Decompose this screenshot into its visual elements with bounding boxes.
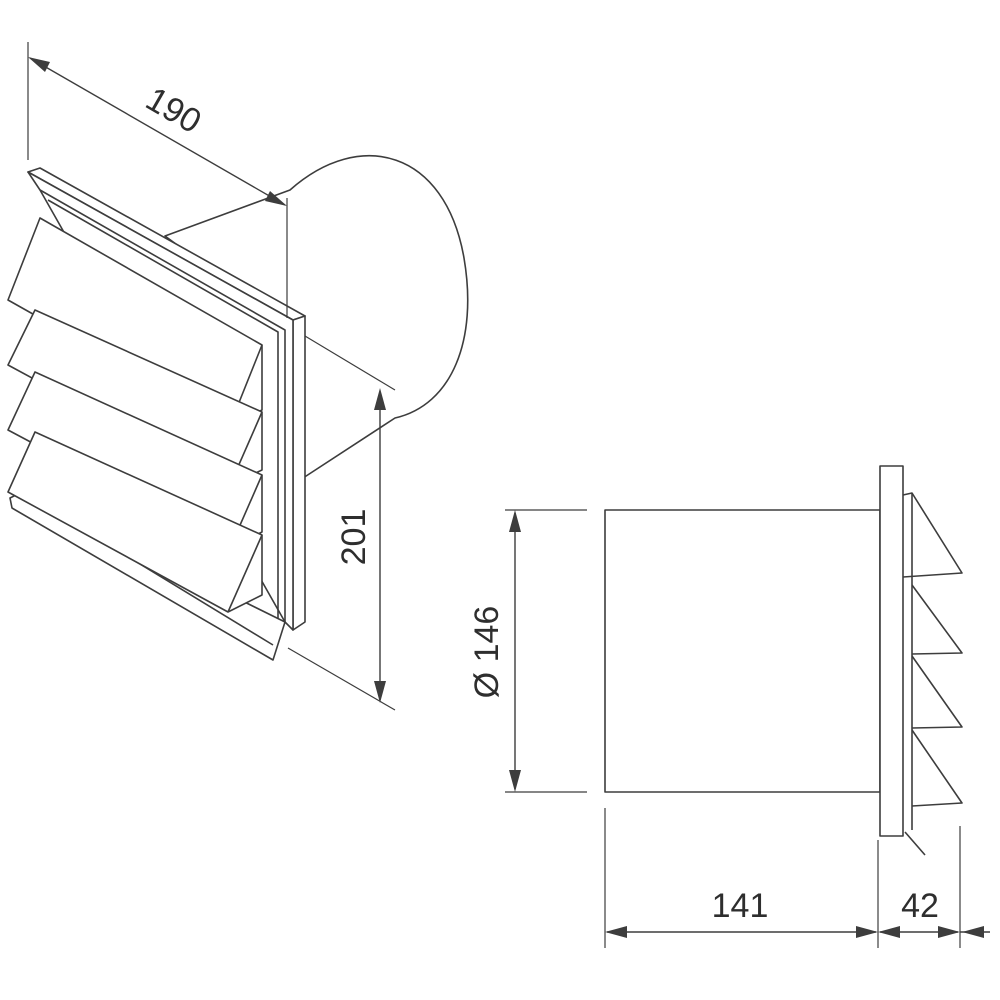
arrow-head: [28, 57, 50, 72]
louvre-bottom-tip: [904, 831, 926, 856]
frame-inner-rim-2: [47, 199, 279, 618]
dimension-diameter: Ø 146: [468, 509, 587, 793]
dimension-line: [29, 57, 286, 206]
side-view: Ø 146 141 42: [468, 465, 990, 948]
louvre-blade: [7, 431, 263, 613]
dimension-label-diameter: Ø 146: [468, 606, 506, 699]
duct-body: [604, 509, 881, 793]
extension-line: [304, 335, 396, 391]
duct-cylinder: [164, 155, 469, 481]
louvre-profile-blade: [911, 729, 963, 807]
arrow-head: [605, 926, 627, 938]
frame-plate: [879, 465, 904, 837]
arrow-head: [509, 510, 521, 532]
arrow-head: [856, 926, 878, 938]
dimension-label-width: 190: [139, 80, 207, 141]
arrow-head: [878, 926, 900, 938]
arrow-head: [938, 926, 960, 938]
dimension-201: 201: [287, 335, 396, 711]
arrow-head: [509, 770, 521, 792]
louvre-profile-blade: [911, 584, 963, 655]
louvre-profile-blade: [911, 655, 963, 729]
arrow-head: [265, 191, 287, 206]
dimension-label-duct-length: 141: [712, 887, 769, 925]
dimension-42: 42: [878, 826, 990, 948]
louvre-profile: [902, 492, 963, 856]
arrow-head: [962, 926, 984, 938]
dimension-label-grille-depth: 42: [901, 887, 939, 925]
louvre-profile-blade: [902, 492, 963, 578]
frame-outer-side: [292, 315, 306, 631]
dimension-label-height: 201: [335, 509, 373, 566]
extension-line: [287, 647, 396, 711]
louvre-blade-fold: [227, 534, 263, 613]
arrow-head: [374, 388, 386, 410]
dimension-141: 141: [604, 808, 879, 948]
arrow-head: [374, 681, 386, 703]
louvre-blades: [7, 217, 263, 613]
isometric-view: 190 201: [7, 42, 469, 711]
frame-inner-rim: [39, 189, 286, 622]
